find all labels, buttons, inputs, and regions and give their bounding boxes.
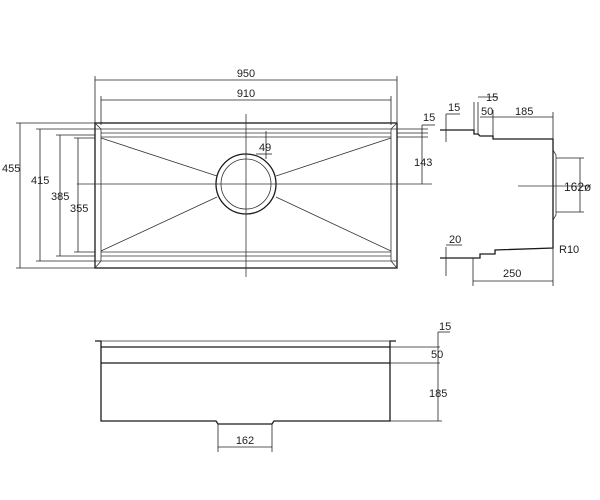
dim-950: 950 — [94, 68, 398, 123]
dim-section-250-label: 250 — [503, 268, 521, 280]
dim-143-label: 143 — [414, 157, 432, 169]
rim-lines — [94, 122, 398, 269]
dim-front-right: 15 50 185 — [390, 321, 451, 422]
front-outline — [95, 340, 396, 425]
dim-49: 49 — [256, 131, 272, 159]
radius-r10-label: R10 — [559, 244, 579, 256]
dim-section-50-label: 50 — [481, 106, 493, 118]
dim-front-162-label: 162 — [236, 435, 254, 447]
dim-section-top: 15 15 50 185 — [445, 92, 554, 142]
top-view: 950 910 455 415 385 — [2, 68, 435, 277]
dim-front-15-label: 15 — [439, 321, 451, 333]
dim-455: 455 — [2, 122, 95, 269]
dim-front-162: 162 — [217, 424, 273, 452]
side-section: 15 15 50 185 162ø 20 250 R10 — [440, 92, 592, 286]
dim-section-15b-label: 15 — [486, 92, 498, 104]
dim-15-label: 15 — [423, 112, 435, 124]
dim-385: 385 — [51, 134, 95, 257]
dim-910: 910 — [100, 88, 392, 125]
drain-bulge — [552, 149, 557, 221]
dim-455-label: 455 — [2, 163, 20, 175]
dim-section-20-label: 20 — [449, 234, 461, 246]
dim-910-label: 910 — [237, 88, 255, 100]
dim-355: 355 — [70, 137, 95, 253]
dim-415: 415 — [31, 128, 95, 262]
dim-415-label: 415 — [31, 175, 49, 187]
dim-950-label: 950 — [237, 68, 255, 80]
dim-front-185-label: 185 — [429, 388, 447, 400]
dim-right-top: 15 143 — [397, 112, 435, 184]
dim-355-label: 355 — [70, 203, 88, 215]
dim-section-15a-label: 15 — [448, 102, 460, 114]
dim-section-185-label: 185 — [515, 106, 533, 118]
dim-section-bottom: 20 250 R10 — [445, 234, 579, 286]
dim-front-50-label: 50 — [431, 349, 443, 361]
front-view: 15 50 185 162 — [95, 321, 451, 452]
dim-385-label: 385 — [51, 191, 69, 203]
drain-slope-lines — [100, 137, 392, 252]
dim-drain-diameter: 162ø — [556, 157, 592, 213]
dim-49-label: 49 — [259, 142, 271, 154]
dim-162-diameter-label: 162ø — [564, 180, 592, 194]
